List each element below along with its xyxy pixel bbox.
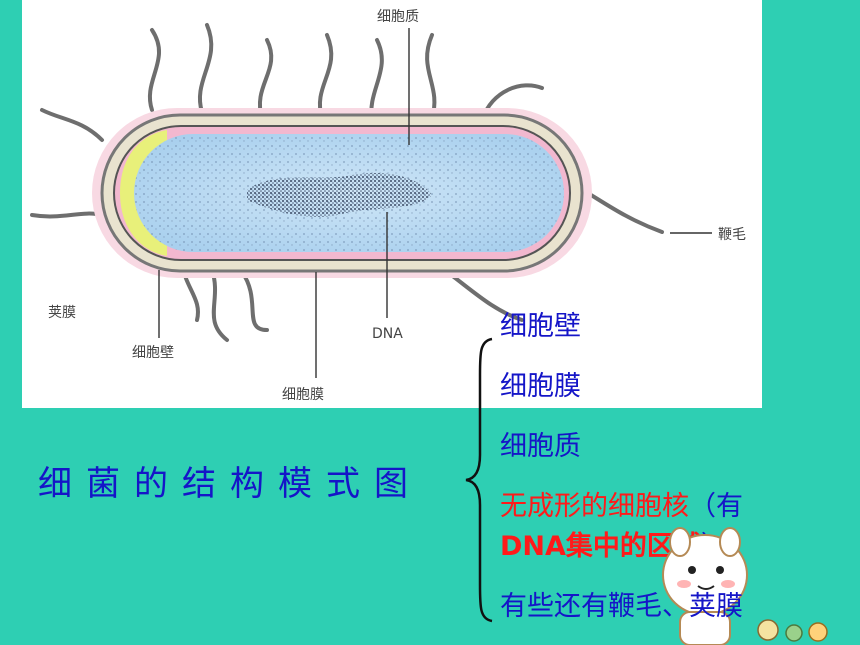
nucleoid xyxy=(247,172,432,217)
list-item-flagella-capsule: 有些还有鞭毛、荚膜 xyxy=(500,591,743,622)
label-flagellum: 鞭毛 xyxy=(718,227,746,243)
label-cell-membrane: 细胞膜 xyxy=(282,387,324,403)
curly-brace xyxy=(465,337,493,623)
cartoon-mascot xyxy=(662,527,828,645)
list-item-nucleus: 无成形的细胞核（有 xyxy=(500,484,743,523)
list-item-cell-membrane: 细胞膜 xyxy=(500,371,581,402)
diagram-title: 细菌的结构模式图 xyxy=(38,464,422,504)
label-capsule: 荚膜 xyxy=(48,305,76,321)
bacteria-diagram: 细胞质 鞭毛 荚膜 DNA 细胞壁 细胞膜 xyxy=(22,0,762,408)
nucleus-paren-open: （有 xyxy=(689,491,743,522)
list-item-cell-wall: 细胞壁 xyxy=(500,311,581,342)
label-dna: DNA xyxy=(372,326,403,342)
label-cytoplasm: 细胞质 xyxy=(377,9,419,25)
list-item-cytoplasm: 细胞质 xyxy=(500,431,581,462)
bacteria-illustration xyxy=(30,23,712,378)
label-cell-wall: 细胞壁 xyxy=(132,345,174,361)
leader-lines xyxy=(158,28,712,378)
nucleus-text: 无成形的细胞核 xyxy=(500,491,689,522)
